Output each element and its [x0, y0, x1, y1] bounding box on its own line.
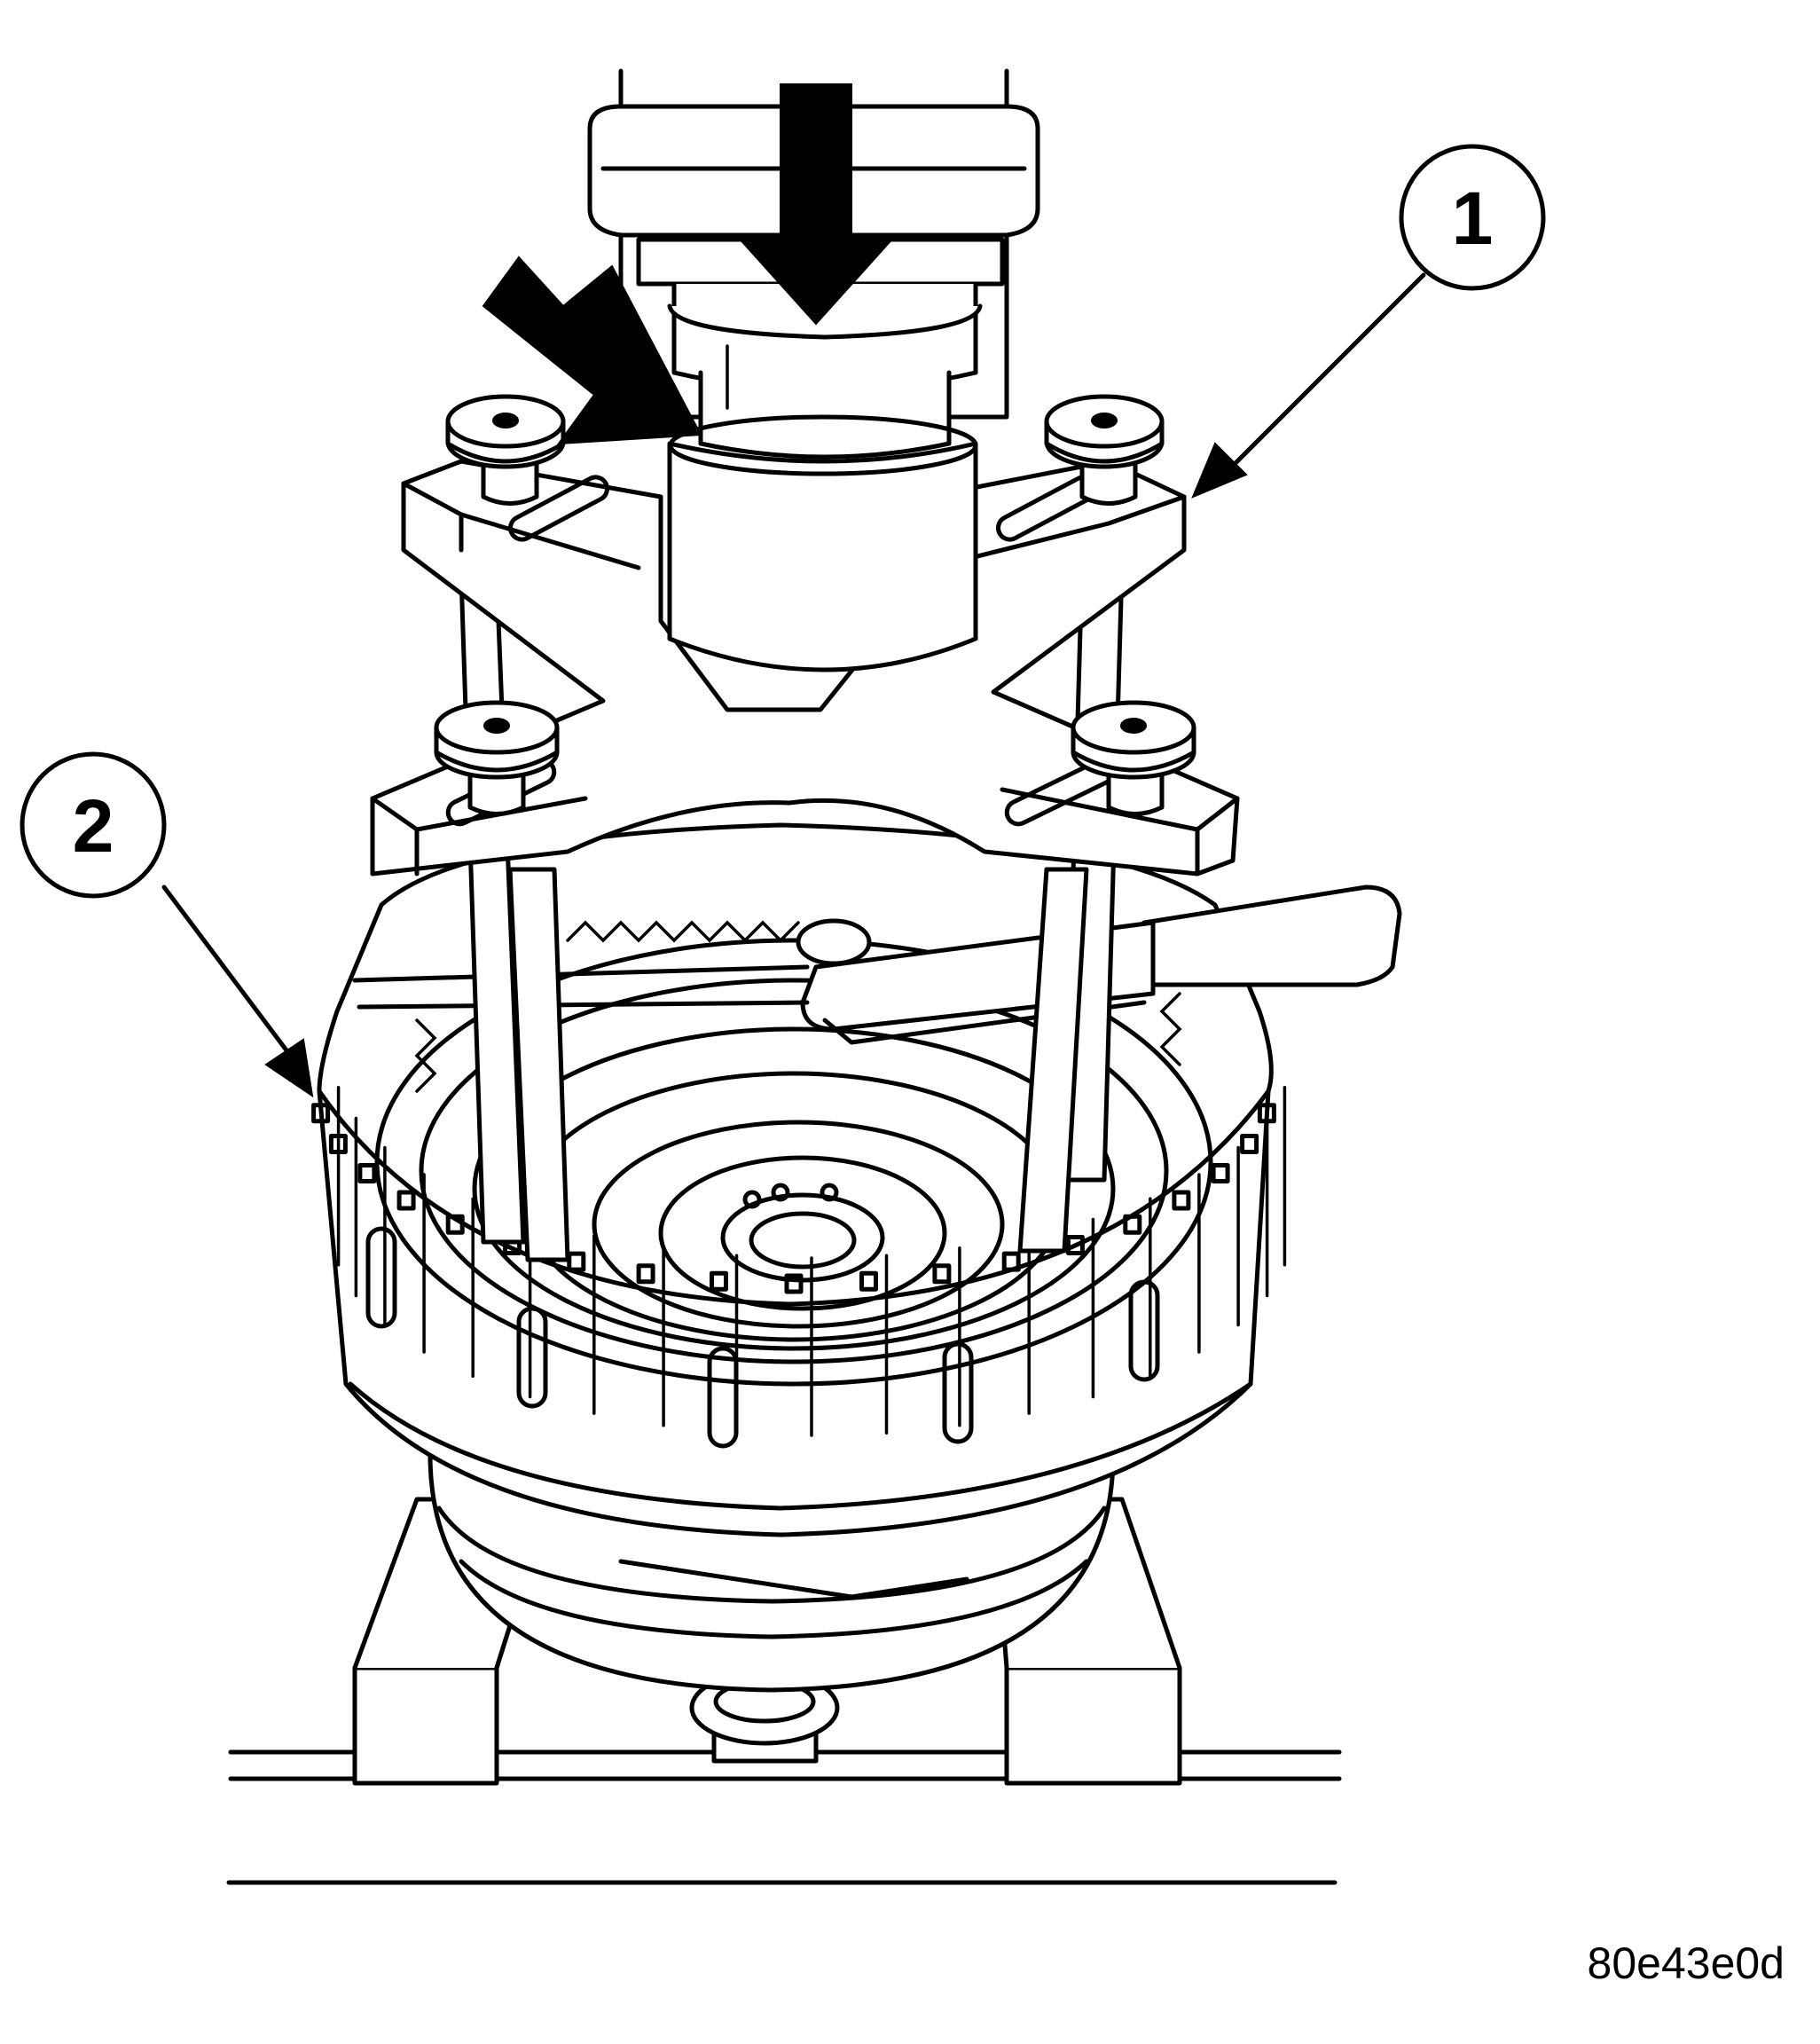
drum-window: [1128, 1279, 1160, 1382]
callout-1-number: 1: [1452, 177, 1494, 260]
callout-1: 1: [1191, 144, 1546, 499]
drum-slot: [445, 1214, 465, 1235]
drum-slots: [311, 1085, 1287, 1449]
drum-window: [365, 1226, 397, 1329]
drum-slot: [784, 1273, 804, 1294]
drum-slot: [1065, 1235, 1085, 1255]
drum-window: [942, 1341, 974, 1444]
drum-slot: [311, 1103, 331, 1124]
callout-2-number: 2: [73, 784, 114, 868]
thumb-screws: [434, 394, 1196, 816]
drum-slot: [396, 1190, 416, 1211]
drum-slot: [1123, 1214, 1142, 1235]
drum-slot: [636, 1263, 655, 1285]
drum-slot: [710, 1270, 728, 1292]
drum-slot: [328, 1134, 348, 1154]
drum-slot: [1240, 1134, 1259, 1154]
figure-code: 80e43e0d: [1587, 1938, 1785, 1988]
drum-slot: [1257, 1103, 1276, 1124]
diagonal-arrow-icon: [482, 256, 702, 445]
drum-slot: [859, 1270, 878, 1292]
press-ram: [587, 68, 1040, 672]
drum-slot: [567, 1251, 586, 1272]
drum-window: [707, 1346, 739, 1449]
drum-slot: [1001, 1251, 1021, 1272]
callout-2: 2: [20, 751, 314, 1098]
drum-slot: [932, 1263, 952, 1285]
drum-slot: [1172, 1190, 1191, 1211]
down-arrow-icon: [733, 83, 898, 326]
drum-slot: [357, 1163, 377, 1183]
drum-window: [516, 1306, 548, 1409]
drum-slot: [1211, 1163, 1230, 1183]
